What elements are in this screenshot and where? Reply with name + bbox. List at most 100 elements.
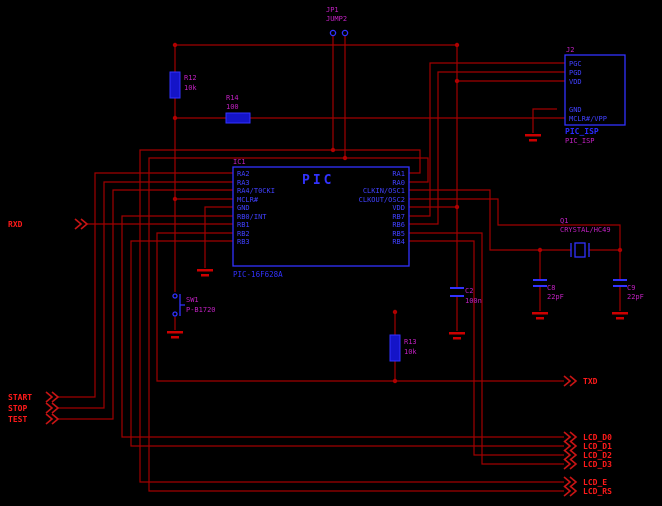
pin-label: PGD: [569, 69, 582, 77]
component-sw1-pushbutton[interactable]: SW1 P-B1720: [172, 293, 216, 317]
junction-dot: [392, 378, 398, 384]
net-ground-wires: [174, 108, 621, 331]
c9-plates: [613, 279, 627, 287]
component-r14-resistor[interactable]: R14 100: [225, 94, 251, 124]
junction-dot: [392, 309, 398, 315]
c8-plates: [533, 279, 547, 287]
component-c8-capacitor[interactable]: C8 22pF: [533, 279, 564, 301]
component-r12-resistor[interactable]: R12 10k: [169, 71, 197, 99]
component-c2-capacitor[interactable]: C2 100n: [450, 287, 482, 305]
net-label-rxd: RXD: [8, 220, 23, 229]
sw1-designator: SW1: [186, 296, 199, 304]
r12-value: 10k: [184, 84, 197, 92]
net-flag-lcd-d2[interactable]: LCD_D2: [563, 449, 612, 461]
net-arrow-icon: [563, 440, 578, 452]
r12-designator: R12: [184, 74, 197, 82]
q1-value: CRYSTAL/HC49: [560, 226, 611, 234]
net-vdd-wire: [174, 44, 565, 288]
net-osc2-wire: [409, 198, 621, 280]
pin-label: GND: [237, 204, 250, 212]
net-flag-lcd-d1[interactable]: LCD_D1: [563, 440, 612, 452]
sw1-contact: [172, 311, 178, 317]
j2-value: PIC_ISP: [565, 137, 595, 145]
r13-body: [389, 334, 401, 362]
net-mclr-wire: [174, 98, 565, 292]
net-flag-lcd-d3[interactable]: LCD_D3: [563, 458, 612, 470]
pin-label: PGC: [569, 60, 582, 68]
sw1-value: P-B1720: [186, 306, 216, 314]
net-lcd-e-wire: [139, 36, 564, 483]
junction-dot: [172, 42, 178, 48]
net-flag-test[interactable]: TEST: [8, 413, 60, 425]
pin-label: RB5: [392, 230, 405, 238]
net-arrow-icon: [563, 431, 578, 443]
net-stop-wire: [58, 181, 233, 409]
net-label-lcd-e: LCD_E: [583, 478, 607, 487]
net-arrow-icon: [563, 476, 578, 488]
jp1-pin: [341, 29, 349, 37]
net-osc1-wire: [409, 189, 571, 280]
component-r13-resistor[interactable]: R13 10k: [389, 334, 417, 362]
pin-label: RB4: [392, 238, 405, 246]
net-label-lcd-d1: LCD_D1: [583, 442, 612, 451]
pin-label: RB6: [392, 221, 405, 229]
net-arrow-icon: [563, 375, 578, 387]
j2-pin-labels: PGC PGD VDD GND MCLR#/VPP: [569, 60, 607, 123]
net-label-lcd-d2: LCD_D2: [583, 451, 612, 460]
net-flag-start[interactable]: START: [8, 391, 60, 403]
net-flag-rxd[interactable]: RXD: [8, 218, 89, 230]
r13-designator: R13: [404, 338, 417, 346]
net-flag-lcd-d0[interactable]: LCD_D0: [563, 431, 612, 443]
q1-designator: Q1: [560, 217, 568, 225]
pin-label: MCLR#/VPP: [569, 115, 607, 123]
net-label-stop: STOP: [8, 404, 27, 413]
pin-label: VDD: [569, 78, 582, 86]
net-arrow-icon: [74, 218, 89, 230]
junction-dot: [617, 247, 623, 253]
net-label-lcd-rs: LCD_RS: [583, 487, 612, 496]
pin-label: RA0: [392, 179, 405, 187]
j2-body: [564, 54, 626, 126]
net-flag-lcd-rs[interactable]: LCD_RS: [563, 485, 612, 497]
net-lcd-d3-wire: [409, 232, 564, 465]
net-flag-stop[interactable]: STOP: [8, 402, 60, 414]
pin-label: RB2: [237, 230, 250, 238]
r13-value: 10k: [404, 348, 417, 356]
sw1-actuator: [179, 294, 185, 316]
pin-label: GND: [569, 106, 582, 114]
net-arrow-icon: [563, 458, 578, 470]
sw1-contact: [172, 293, 178, 299]
r14-body: [225, 112, 251, 124]
net-lcd-d1-wire: [130, 240, 564, 447]
component-q1-crystal[interactable]: Q1 CRYSTAL/HC49: [560, 217, 611, 258]
component-c9-capacitor[interactable]: C9 22pF: [613, 279, 644, 301]
net-label-start: START: [8, 393, 32, 402]
junction-dot: [342, 155, 348, 161]
junction-dot: [172, 196, 178, 202]
net-flag-txd[interactable]: TXD: [563, 375, 598, 387]
net-label-test: TEST: [8, 415, 27, 424]
q1-plates: [570, 243, 590, 257]
component-j2-isp-header[interactable]: J2 PGC PGD VDD GND MCLR#/VPP PIC_ISP PIC…: [564, 46, 626, 145]
ground-symbol: [167, 331, 183, 339]
ic1-part-number: PIC-16F628A: [233, 270, 283, 279]
net-label-lcd-d3: LCD_D3: [583, 460, 612, 469]
c8-value: 22pF: [547, 293, 564, 301]
net-lcd-rs-wire: [148, 36, 564, 492]
pin-label: RB0/INT: [237, 213, 267, 221]
ground-symbol: [525, 134, 541, 142]
pin-label: VDD: [392, 204, 405, 212]
net-arrow-icon: [45, 413, 60, 425]
jp1-value: JUMP2: [326, 15, 347, 23]
ic1-title: PIC: [302, 173, 334, 188]
pin-label: CLKOUT/OSC2: [359, 196, 405, 204]
ground-symbol: [449, 332, 465, 340]
component-ic1-pic[interactable]: IC1 PIC PIC-16F628A RA2 RA3 RA4/T0CKI MC…: [232, 158, 410, 279]
ic1-body: [232, 166, 410, 267]
component-jp1-jumper[interactable]: JP1 JUMP2: [326, 6, 349, 37]
c2-designator: C2: [465, 287, 473, 295]
net-label-txd: TXD: [583, 377, 598, 386]
net-flag-lcd-e[interactable]: LCD_E: [563, 476, 607, 488]
